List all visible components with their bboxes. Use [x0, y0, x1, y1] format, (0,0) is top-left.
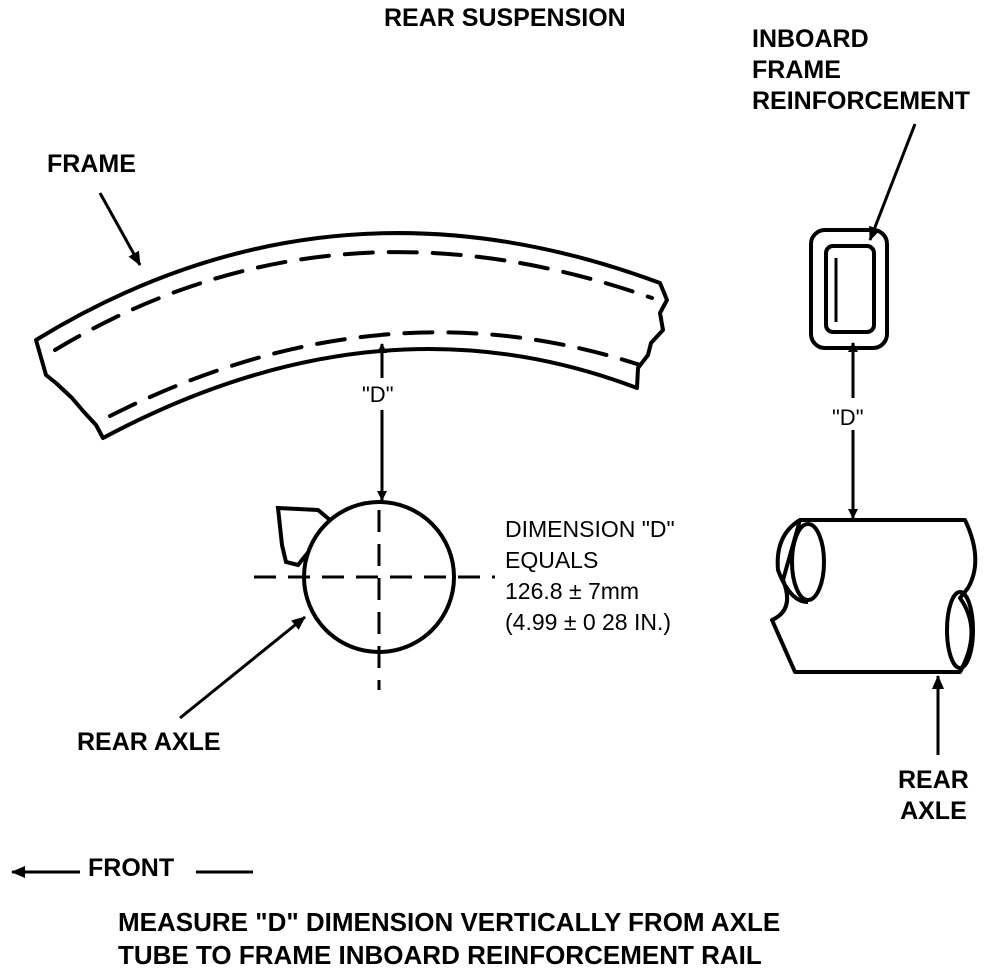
- rear-axle-left-label: REAR AXLE: [77, 728, 221, 756]
- inboard-reinforcement-label: INBOARD FRAME REINFORCEMENT: [752, 24, 970, 117]
- dimension-spec: DIMENSION "D" EQUALS 126.8 ± 7mm (4.99 ±…: [505, 514, 675, 638]
- spec-line: 126.8 ± 7mm: [505, 578, 640, 604]
- frame-rail: [34, 231, 669, 440]
- dimension-d-left-label: "D": [362, 382, 394, 407]
- dimension-d-right-label: "D": [832, 405, 864, 430]
- frame-pointer-arrow: [98, 192, 142, 266]
- frame-label: FRAME: [47, 150, 136, 178]
- rear-axle-right-line: REAR: [898, 766, 969, 794]
- spec-line: DIMENSION "D": [505, 516, 675, 542]
- front-label: FRONT: [88, 854, 175, 882]
- inboard-label-line: REINFORCEMENT: [752, 87, 971, 115]
- rear-axle-right-label: REAR AXLE: [898, 765, 969, 827]
- rear-axle-right-line: AXLE: [900, 797, 967, 825]
- rear-axle-pointer-left: [179, 615, 306, 720]
- inboard-label-line: INBOARD: [752, 25, 869, 53]
- frame-outline: [34, 231, 669, 440]
- frame-dashed-upper: [53, 250, 654, 352]
- axle-cross-section: [254, 500, 495, 690]
- frame-reinforcement-section: [809, 228, 889, 350]
- spec-line: (4.99 ± 0 28 IN.): [505, 609, 672, 635]
- measurement-note: MEASURE "D" DIMENSION VERTICALLY FROM AX…: [118, 906, 780, 972]
- frame-dashed-lower: [108, 330, 642, 418]
- axle-tube-side: [770, 518, 978, 674]
- note-line: MEASURE "D" DIMENSION VERTICALLY FROM AX…: [118, 907, 781, 937]
- inboard-pointer-arrow: [868, 123, 917, 241]
- note-line: TUBE TO FRAME INBOARD REINFORCEMENT RAIL: [118, 940, 762, 970]
- spec-line: EQUALS: [505, 547, 599, 573]
- inboard-label-line: FRAME: [752, 56, 841, 84]
- diagram-title: REAR SUSPENSION: [384, 4, 626, 32]
